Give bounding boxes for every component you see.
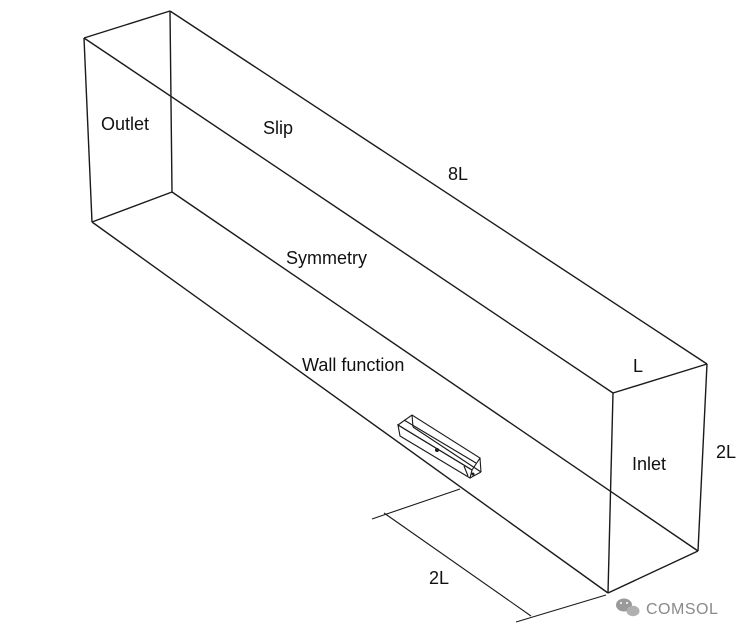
outlet-near-vertical-edge [83,37,93,223]
inlet-top-edge [612,363,708,394]
inlet-label: Inlet [632,454,666,474]
offset-extension-line-start [371,488,461,520]
symmetry-label: Symmetry [286,248,367,268]
length-label: 8L [448,164,468,184]
vehicle-front-wheel-mark [471,472,475,476]
offset-dimension [371,488,607,623]
vehicle-rear-edge [411,414,414,428]
vehicle-bottom-edge [412,426,482,473]
outlet-bottom-edge [91,191,173,223]
watermark-text: COMSOL [646,601,718,618]
inlet-far-vertical-edge [697,363,708,552]
offset-label: 2L [429,568,449,588]
outlet-far-vertical-edge [169,10,173,193]
wall-function-label: Wall function [302,355,404,375]
vehicle-model [397,414,482,479]
inlet-near-vertical-edge [607,392,614,594]
inlet-bottom-edge [607,550,699,594]
watermark: COMSOL [616,598,718,618]
slip-label: Slip [263,118,293,138]
outlet-label: Outlet [101,114,149,134]
vehicle-nose-line [463,465,469,477]
top-near-long-edge [83,37,614,394]
inlet-width-label: L [633,356,643,376]
outlet-top-edge [83,10,171,39]
vehicle-front-bottom [469,471,482,479]
domain-box [83,10,708,594]
top-far-long-edge [169,10,708,365]
wechat-icon [616,598,640,617]
vehicle-top-ridge [403,419,477,464]
vehicle-left-face [397,423,473,479]
vehicle-wheel-mark [435,448,439,452]
offset-dimension-line [383,512,532,617]
height-label: 2L [716,442,736,462]
bottom-near-long-edge [91,221,609,594]
vehicle-front-edge [479,457,482,473]
offset-extension-line-end [515,594,607,623]
